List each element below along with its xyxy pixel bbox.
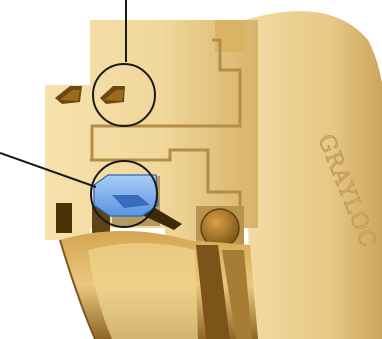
blue-seal-element: [93, 174, 159, 217]
groove-outline-mid: [90, 148, 242, 228]
bore-edge: [59, 239, 96, 339]
groove-outline-top: [90, 38, 242, 138]
bore-groove-2: [222, 250, 252, 339]
bore-highlight: [88, 243, 198, 339]
bore-groove-1: [196, 245, 230, 339]
anti-extrusion-teeth: [55, 86, 125, 104]
flange-body: [245, 11, 382, 339]
seal-cavity-shadow: [140, 205, 182, 230]
left-slot: [56, 203, 72, 233]
seal-callout: [0, 152, 158, 228]
teeth-callout: [92, 0, 156, 127]
